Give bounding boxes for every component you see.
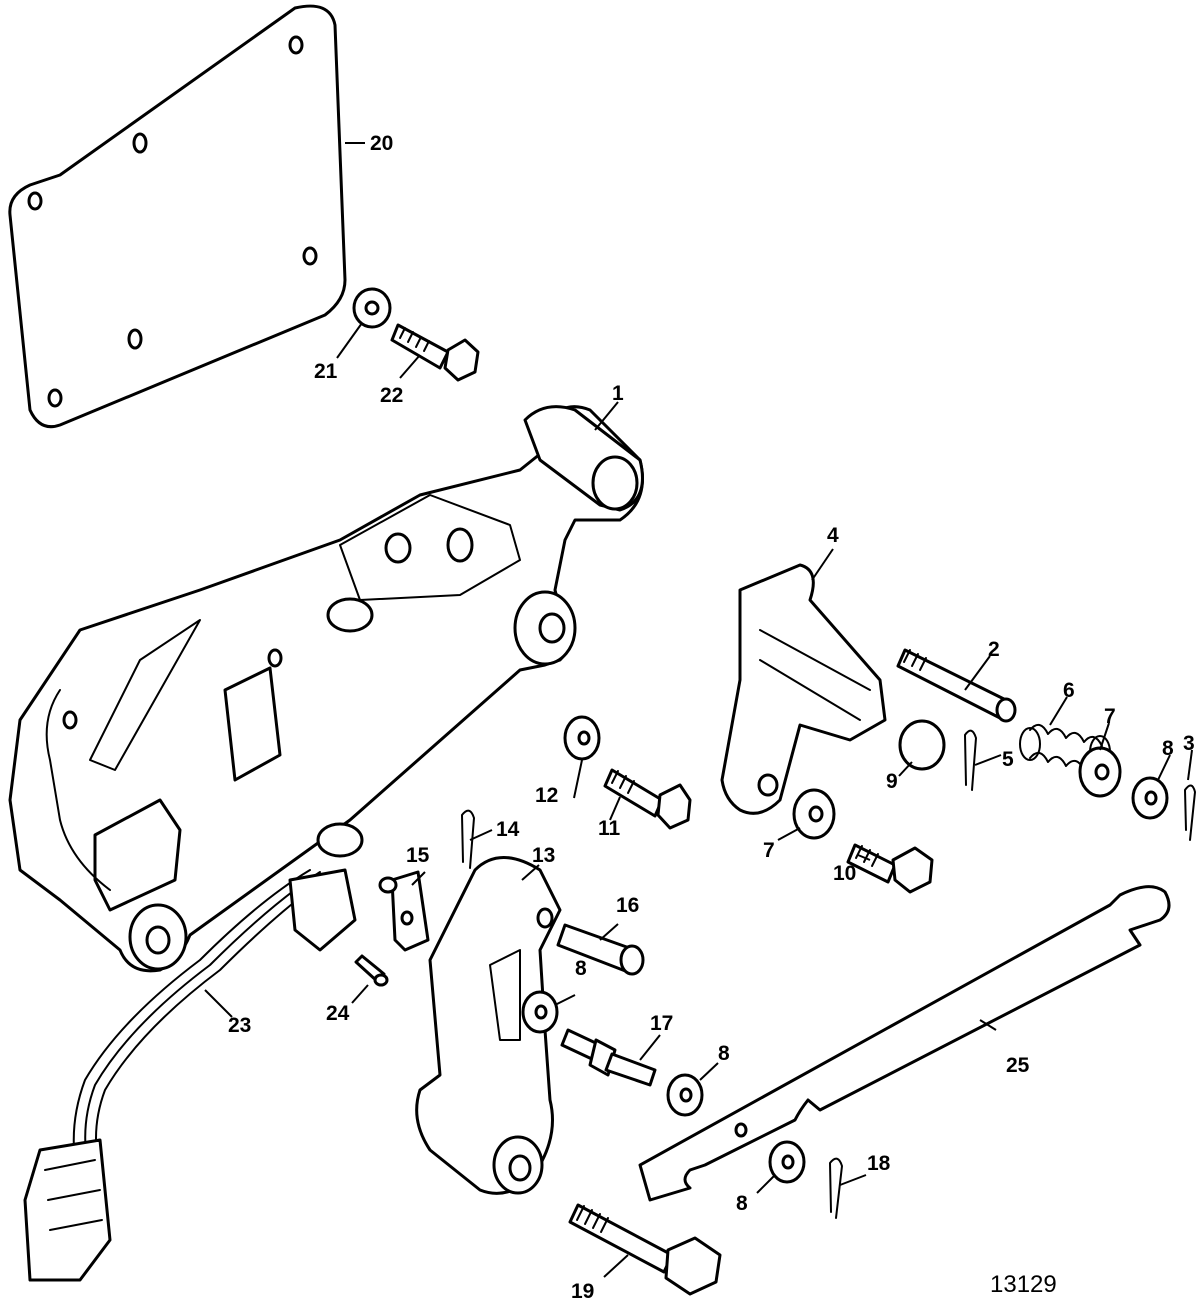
bracket-4 [720, 563, 887, 815]
washer-8-right [1131, 776, 1169, 820]
callout-13: 13 [532, 844, 555, 867]
callout-21: 21 [314, 360, 338, 383]
cotter-pin-14 [461, 809, 475, 869]
callout-25: 25 [1006, 1054, 1030, 1077]
bolt-10 [846, 843, 934, 894]
bolt-19 [568, 1203, 722, 1296]
washer-8-middle [666, 1073, 704, 1117]
callout-7-right: 7 [1104, 705, 1116, 728]
callout-10: 10 [833, 862, 856, 885]
callout-16: 16 [616, 894, 639, 917]
callout-9: 9 [886, 770, 898, 793]
mounting-plate [8, 4, 347, 429]
callout-19: 19 [571, 1280, 594, 1303]
main-bracket [8, 405, 644, 973]
leader-lines [204, 142, 1193, 1278]
washer-8-bottom [768, 1140, 806, 1184]
cotter-pin-3 [1184, 784, 1196, 841]
callout-22: 22 [380, 384, 403, 407]
lever-13 [415, 856, 562, 1195]
callout-15: 15 [406, 844, 430, 867]
callout-1: 1 [612, 382, 624, 405]
callout-11: 11 [598, 817, 621, 840]
callout-5: 5 [1002, 748, 1014, 771]
washer-8-left [521, 990, 559, 1034]
callout-8-right: 8 [1162, 737, 1174, 760]
bolt-11 [603, 768, 692, 830]
callout-4: 4 [827, 524, 839, 547]
callout-17: 17 [650, 1012, 673, 1035]
callout-18: 18 [867, 1152, 891, 1175]
callout-20: 20 [370, 132, 393, 155]
link-rod-25 [638, 885, 1171, 1202]
bolt-22 [390, 323, 480, 382]
callout-14: 14 [496, 818, 520, 841]
callout-23: 23 [228, 1014, 251, 1037]
nut-plate-15 [378, 870, 430, 952]
callout-24: 24 [326, 1002, 350, 1025]
washer-12 [563, 715, 601, 761]
callout-labels: 1 2 3 4 5 6 7 7 8 8 8 8 9 10 11 12 13 14… [228, 132, 1195, 1303]
callout-2: 2 [988, 638, 1000, 661]
figure-id: 13129 [990, 1271, 1057, 1298]
callout-8-middle: 8 [718, 1042, 730, 1065]
callout-12: 12 [535, 784, 558, 807]
stud-17 [560, 1028, 657, 1087]
pin-2 [896, 648, 1017, 723]
callout-8-left: 8 [575, 957, 587, 980]
cotter-pin-5 [964, 729, 977, 791]
wiring-harness [23, 868, 357, 1282]
callout-7-center: 7 [763, 839, 775, 862]
cotter-pin-18 [829, 1157, 843, 1219]
washer-21 [352, 287, 392, 329]
screw-24 [354, 954, 389, 987]
callout-3: 3 [1183, 732, 1195, 755]
pin-16 [556, 923, 645, 976]
washer-7-right [1078, 746, 1122, 798]
washer-7-center [792, 788, 836, 840]
callout-6: 6 [1063, 679, 1075, 702]
bushing-9 [898, 719, 946, 771]
callout-8-bottom: 8 [736, 1192, 748, 1215]
